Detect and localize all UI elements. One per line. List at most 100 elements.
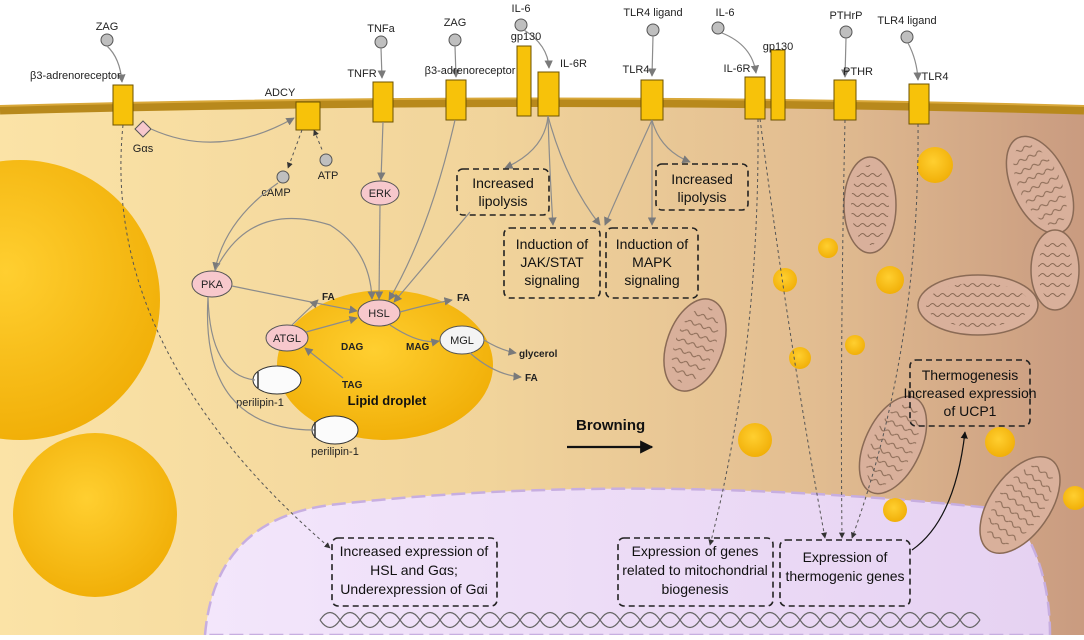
ligand-il6-right: IL-6 bbox=[711, 7, 735, 35]
box-increased-lipolysis-2: Increased lipolysis bbox=[655, 163, 749, 211]
lipid-droplet-label: Lipid droplet bbox=[348, 393, 427, 408]
fa-label-1: FA bbox=[322, 292, 335, 303]
svg-text:lipolysis: lipolysis bbox=[677, 189, 726, 205]
svg-text:TLR4 ligand: TLR4 ligand bbox=[623, 7, 682, 19]
svg-text:ATP: ATP bbox=[318, 170, 339, 182]
svg-text:ZAG: ZAG bbox=[444, 17, 467, 29]
svg-text:ZAG: ZAG bbox=[96, 21, 119, 33]
svg-text:thermogenic genes: thermogenic genes bbox=[785, 568, 904, 584]
svg-text:Increased expression of: Increased expression of bbox=[340, 543, 489, 559]
fa-label-2: FA bbox=[457, 293, 470, 304]
svg-text:IL-6: IL-6 bbox=[716, 7, 735, 19]
svg-text:HSL: HSL bbox=[368, 308, 389, 320]
ligand-zag-mid: ZAG bbox=[444, 17, 467, 47]
g-alpha-s: Gαs bbox=[133, 120, 154, 155]
svg-text:lipolysis: lipolysis bbox=[478, 193, 527, 209]
svg-text:Induction of: Induction of bbox=[616, 236, 688, 252]
box-jak-stat: Induction of JAK/STAT signaling bbox=[503, 227, 601, 299]
svg-text:perilipin-1: perilipin-1 bbox=[236, 397, 284, 409]
lipid-droplet bbox=[277, 290, 493, 440]
svg-text:IL-6R: IL-6R bbox=[560, 58, 587, 70]
svg-text:IL-6R: IL-6R bbox=[724, 63, 751, 75]
box-mapk: Induction of MAPK signaling bbox=[605, 227, 699, 299]
receptor-gp130-right: gp130 bbox=[763, 41, 794, 121]
receptor-tnfr: TNFR bbox=[347, 68, 394, 123]
browning-label: Browning bbox=[576, 417, 645, 434]
receptor-tlr4-right: TLR4 bbox=[908, 71, 949, 125]
receptor-il6r-right: IL-6R bbox=[724, 63, 766, 120]
svg-text:Expression of: Expression of bbox=[803, 549, 888, 565]
svg-text:PKA: PKA bbox=[201, 279, 224, 291]
ligand-binding-arrows bbox=[106, 29, 922, 83]
svg-text:Gαs: Gαs bbox=[133, 143, 154, 155]
svg-text:Increased: Increased bbox=[671, 171, 732, 187]
svg-text:signaling: signaling bbox=[524, 272, 579, 288]
ligand-tnfa: TNFa bbox=[367, 23, 396, 49]
ligand-tlr4-mid: TLR4 ligand bbox=[623, 7, 683, 37]
svg-text:MAPK: MAPK bbox=[632, 254, 672, 270]
mitochondrion-icon bbox=[663, 135, 1080, 554]
box-hsl-expression: Increased expression of HSL and Gαs; Und… bbox=[331, 537, 498, 607]
svg-text:Increased: Increased bbox=[472, 175, 533, 191]
hsl: HSL bbox=[357, 299, 401, 327]
svg-text:TLR4: TLR4 bbox=[623, 64, 650, 76]
ligand-tlr4-right: TLR4 ligand bbox=[877, 15, 937, 44]
svg-text:TLR4 ligand: TLR4 ligand bbox=[877, 15, 936, 27]
mgl: MGL bbox=[439, 325, 485, 355]
box-increased-lipolysis-1: Increased lipolysis bbox=[456, 168, 550, 216]
svg-text:TLR4: TLR4 bbox=[922, 71, 949, 83]
ligand-zag-left: ZAG bbox=[96, 21, 119, 47]
svg-text:β3-adrenoreceptor: β3-adrenoreceptor bbox=[425, 65, 516, 77]
glycerol-label: glycerol bbox=[519, 349, 558, 360]
perilipin-b: perilipin-1 bbox=[311, 415, 359, 458]
small-lipid-droplets bbox=[738, 147, 1084, 522]
svg-text:Expression of genes: Expression of genes bbox=[632, 543, 759, 559]
svg-text:perilipin-1: perilipin-1 bbox=[311, 446, 359, 458]
receptor-tlr4-mid: TLR4 bbox=[623, 64, 664, 121]
fa-label-3: FA bbox=[525, 373, 538, 384]
box-thermogenic-genes: Expression of thermogenic genes bbox=[779, 539, 911, 607]
svg-text:MGL: MGL bbox=[450, 335, 474, 347]
svg-text:ATGL: ATGL bbox=[273, 333, 301, 345]
dag-label: DAG bbox=[341, 342, 363, 353]
tag-label: TAG bbox=[342, 380, 363, 391]
browning-arrow: Browning bbox=[567, 417, 654, 454]
svg-text:β3-adrenoreceptor: β3-adrenoreceptor bbox=[30, 70, 121, 82]
signaling-arrows bbox=[120, 115, 968, 551]
lipid-droplet-large-bottom bbox=[13, 433, 177, 597]
svg-text:signaling: signaling bbox=[624, 272, 679, 288]
svg-text:Underexpression of Gαi: Underexpression of Gαi bbox=[340, 581, 487, 597]
svg-text:JAK/STAT: JAK/STAT bbox=[520, 254, 584, 270]
ligand-pthrp: PTHrP bbox=[830, 10, 863, 39]
mag-label: MAG bbox=[406, 342, 430, 353]
svg-text:PTHrP: PTHrP bbox=[830, 10, 863, 22]
svg-text:IL-6: IL-6 bbox=[512, 3, 531, 15]
ligand-il6-mid: IL-6 bbox=[512, 3, 531, 32]
svg-text:cAMP: cAMP bbox=[261, 187, 290, 199]
svg-text:ADCY: ADCY bbox=[265, 87, 296, 99]
svg-text:Induction of: Induction of bbox=[516, 236, 588, 252]
svg-text:gp130: gp130 bbox=[763, 41, 794, 53]
receptor-b3-left: β3-adrenoreceptor bbox=[30, 70, 134, 126]
svg-text:TNFR: TNFR bbox=[347, 68, 376, 80]
svg-text:biogenesis: biogenesis bbox=[662, 581, 729, 597]
box-thermogenesis: Thermogenesis Increased expression of UC… bbox=[903, 359, 1037, 427]
receptor-gp130-mid: gp130 bbox=[511, 31, 542, 117]
pka: PKA bbox=[191, 270, 233, 298]
svg-text:of UCP1: of UCP1 bbox=[944, 403, 997, 419]
nucleus bbox=[203, 487, 1052, 637]
receptor-adcy: ADCY bbox=[265, 87, 321, 131]
atgl: ATGL bbox=[265, 324, 309, 352]
lipid-droplet-large-top bbox=[0, 160, 160, 440]
erk: ERK bbox=[360, 180, 400, 206]
svg-text:Increased expression: Increased expression bbox=[903, 385, 1036, 401]
dna-helix-icon bbox=[319, 611, 981, 629]
receptor-b3-mid: β3-adrenoreceptor bbox=[425, 65, 516, 121]
svg-text:TNFa: TNFa bbox=[367, 23, 395, 35]
svg-text:Thermogenesis: Thermogenesis bbox=[922, 367, 1019, 383]
svg-text:ERK: ERK bbox=[369, 188, 392, 200]
svg-text:PTHR: PTHR bbox=[843, 66, 873, 78]
box-mitochondrial-genes: Expression of genes related to mitochond… bbox=[617, 537, 774, 607]
svg-text:gp130: gp130 bbox=[511, 31, 542, 43]
